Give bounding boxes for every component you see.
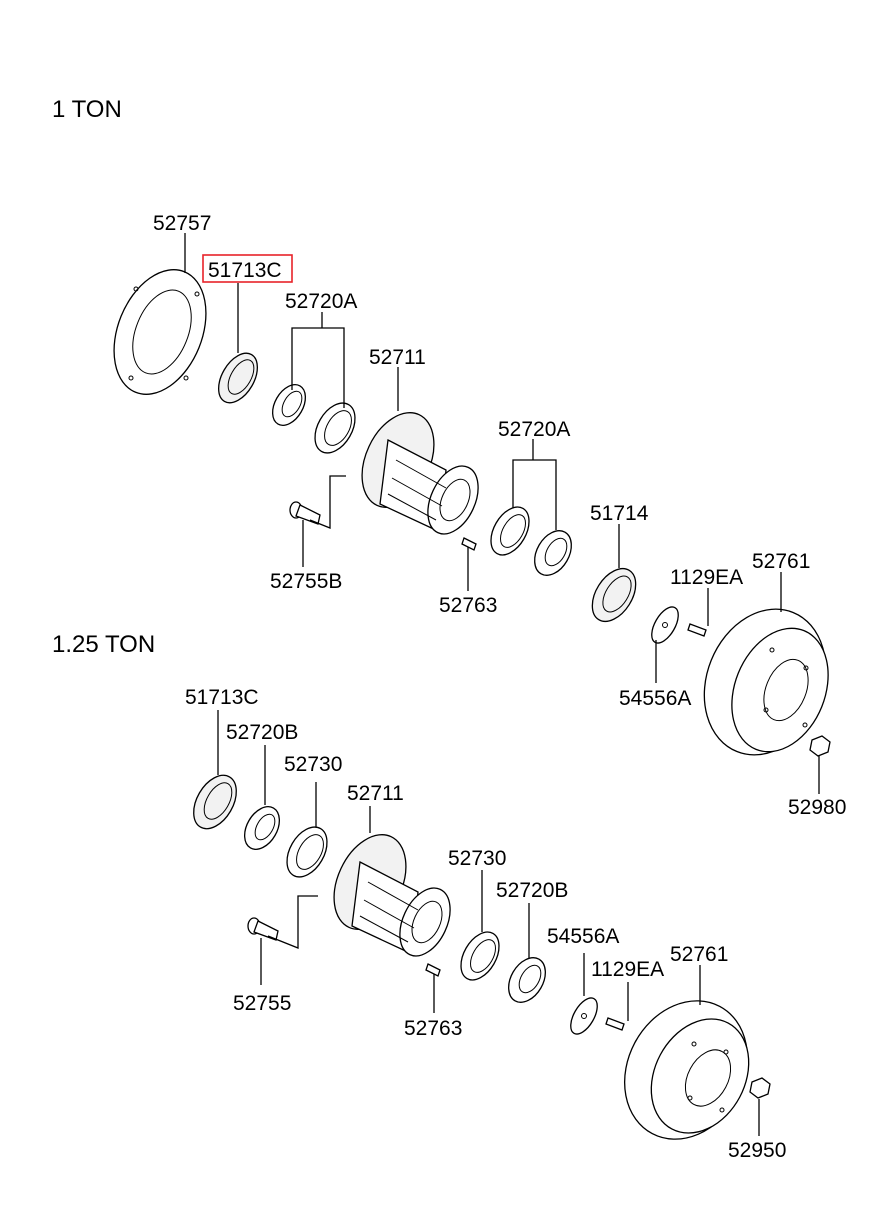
part-52711-wheel-hub[interactable]: [348, 401, 488, 542]
label-52711-b[interactable]: 52711: [347, 782, 404, 805]
label-52755[interactable]: 52755: [233, 992, 291, 1015]
part-52720B-bearing-cone-1[interactable]: [238, 801, 287, 856]
section-title-1-ton: 1 TON: [52, 96, 122, 123]
part-52711-wheel-hub-b[interactable]: [320, 823, 460, 964]
label-52730-2[interactable]: 52730: [448, 847, 506, 870]
part-52980-nut[interactable]: [809, 735, 831, 757]
part-1129EA-screw[interactable]: [687, 623, 707, 637]
label-52980[interactable]: 52980: [788, 796, 846, 819]
label-54556A[interactable]: 54556A: [619, 687, 691, 710]
part-52720A-bearing-race-1[interactable]: [307, 396, 363, 460]
part-52730-bearing-race-1[interactable]: [279, 820, 335, 884]
part-52761-brake-drum[interactable]: [683, 591, 847, 774]
leader-lines-1-25-ton: [217, 710, 760, 1136]
part-51713C-oil-seal[interactable]: [211, 347, 266, 410]
part-52720A-bearing-cone-2[interactable]: [527, 524, 579, 582]
part-52763-screw[interactable]: [461, 537, 477, 551]
label-52763[interactable]: 52763: [439, 594, 497, 617]
highlight-box-51713C: [202, 254, 293, 283]
label-1129EA-b[interactable]: 1129EA: [591, 958, 664, 981]
part-54556A-plate[interactable]: [646, 603, 683, 648]
part-52950-nut[interactable]: [749, 1077, 771, 1099]
label-52761-b[interactable]: 52761: [670, 943, 728, 966]
part-1129EA-screw-b[interactable]: [605, 1017, 625, 1031]
part-52755-hub-bolt[interactable]: [247, 917, 279, 941]
label-51713C-highlighted[interactable]: 51713C: [208, 259, 282, 282]
part-51713C-oil-seal-b[interactable]: [185, 768, 245, 836]
section-title-1-25-ton: 1.25 TON: [52, 631, 155, 658]
label-51713C-b[interactable]: 51713C: [185, 686, 259, 709]
label-52755B[interactable]: 52755B: [270, 570, 342, 593]
part-52761-brake-drum-b[interactable]: [601, 979, 771, 1161]
label-52720B-2[interactable]: 52720B: [496, 879, 568, 902]
leader-lines-1-ton: [184, 233, 820, 794]
label-52711[interactable]: 52711: [369, 346, 426, 369]
label-52720B[interactable]: 52720B: [226, 721, 298, 744]
label-52763-b[interactable]: 52763: [404, 1017, 462, 1040]
label-52761[interactable]: 52761: [752, 550, 810, 573]
part-52720A-bearing-race-2[interactable]: [483, 500, 537, 561]
part-54556A-plate-b[interactable]: [565, 994, 602, 1039]
label-51714[interactable]: 51714: [590, 502, 649, 525]
label-52730[interactable]: 52730: [284, 753, 342, 776]
label-52950[interactable]: 52950: [728, 1139, 786, 1162]
part-52757-backing-plate[interactable]: [97, 256, 224, 408]
part-52720B-bearing-cone-2[interactable]: [501, 951, 553, 1009]
label-1129EA[interactable]: 1129EA: [670, 566, 743, 589]
part-51714-oil-seal[interactable]: [583, 561, 644, 629]
part-52763-screw-b[interactable]: [425, 963, 441, 977]
label-52720A[interactable]: 52720A: [285, 290, 357, 313]
label-52757[interactable]: 52757: [153, 212, 211, 235]
label-52720A-2[interactable]: 52720A: [498, 418, 570, 441]
label-54556A-b[interactable]: 54556A: [547, 925, 619, 948]
part-52755B-hub-bolt[interactable]: [289, 501, 321, 525]
part-52720A-bearing-cone-1[interactable]: [266, 379, 312, 431]
part-52730-bearing-race-2[interactable]: [453, 925, 507, 986]
